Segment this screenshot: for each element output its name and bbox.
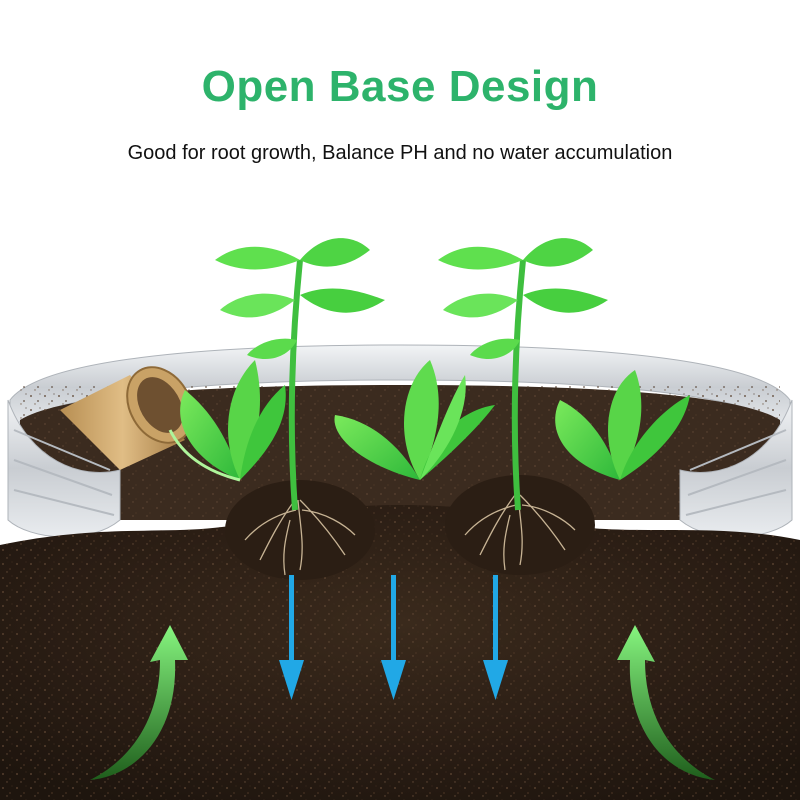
air-flow-arrow-right [617,625,715,780]
water-drain-arrow-left [279,575,304,700]
page-title: Open Base Design [201,62,599,111]
water-drain-arrow-middle [381,575,406,700]
pepper-seedling [215,238,608,511]
air-flow-arrow-left [90,625,188,780]
air-flow-arrow [90,625,715,780]
ground-soil [0,505,800,800]
root-ball [225,475,595,580]
page-subtitle: Good for root growth, Balance PH and no … [127,142,673,164]
header: Open Base Design Good for root growth, B… [0,0,800,210]
water-drain-arrow-right [483,575,508,700]
peat-pot [60,366,194,470]
water-drain-arrow [279,575,508,700]
lettuce-plant [168,360,690,482]
